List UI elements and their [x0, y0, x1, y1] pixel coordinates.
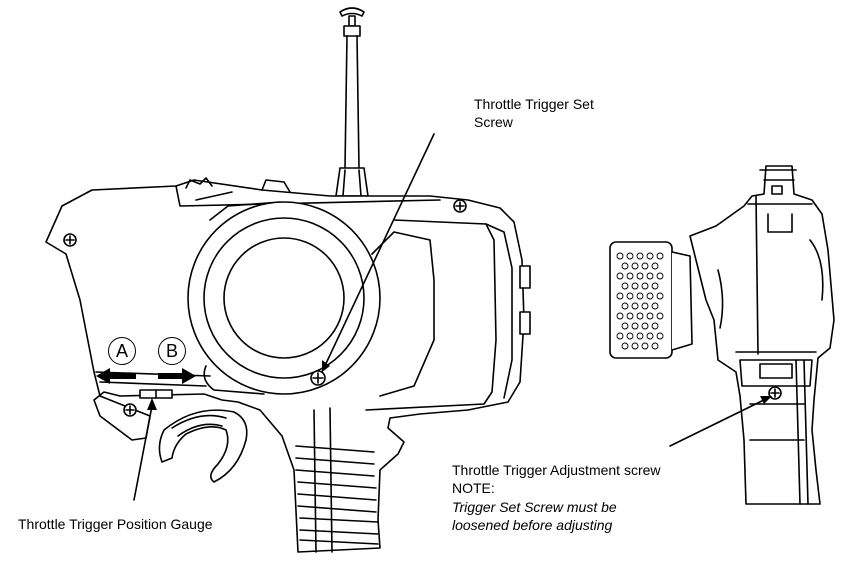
transmitter-rear-view — [609, 165, 835, 505]
grip-ribs — [295, 407, 379, 553]
cross-screw-icon — [123, 403, 137, 417]
cross-screw-icon — [768, 386, 782, 400]
cross-screw-icon — [310, 370, 326, 386]
cross-screw-icon — [63, 233, 77, 247]
knurled-wheel — [609, 241, 693, 359]
label-set-screw-line1: Throttle Trigger Set — [474, 96, 594, 112]
steering-wheel — [187, 201, 435, 397]
leader-adjust-screw — [669, 397, 769, 447]
leader-set-screw — [321, 133, 435, 373]
arrow-left-icon — [96, 368, 136, 384]
label-adjust-screw: Throttle Trigger Adjustment screw — [452, 462, 661, 478]
direction-marker-a: A — [108, 337, 136, 365]
direction-marker-b: B — [158, 337, 186, 365]
label-set-screw-line2: Screw — [474, 114, 513, 130]
transmitter-side-view — [45, 7, 531, 553]
label-note-line2: loosened before adjusting — [452, 517, 613, 533]
label-note-heading: NOTE: — [452, 480, 495, 496]
throttle-trigger — [158, 409, 248, 483]
label-note-line1: Trigger Set Screw must be — [452, 499, 617, 515]
label-position-gauge: Throttle Trigger Position Gauge — [18, 516, 213, 532]
arrow-right-icon — [158, 368, 196, 384]
cross-screw-icon — [453, 199, 467, 213]
rear-body — [689, 165, 835, 505]
antenna — [335, 7, 369, 197]
leader-position-gauge — [133, 405, 153, 501]
